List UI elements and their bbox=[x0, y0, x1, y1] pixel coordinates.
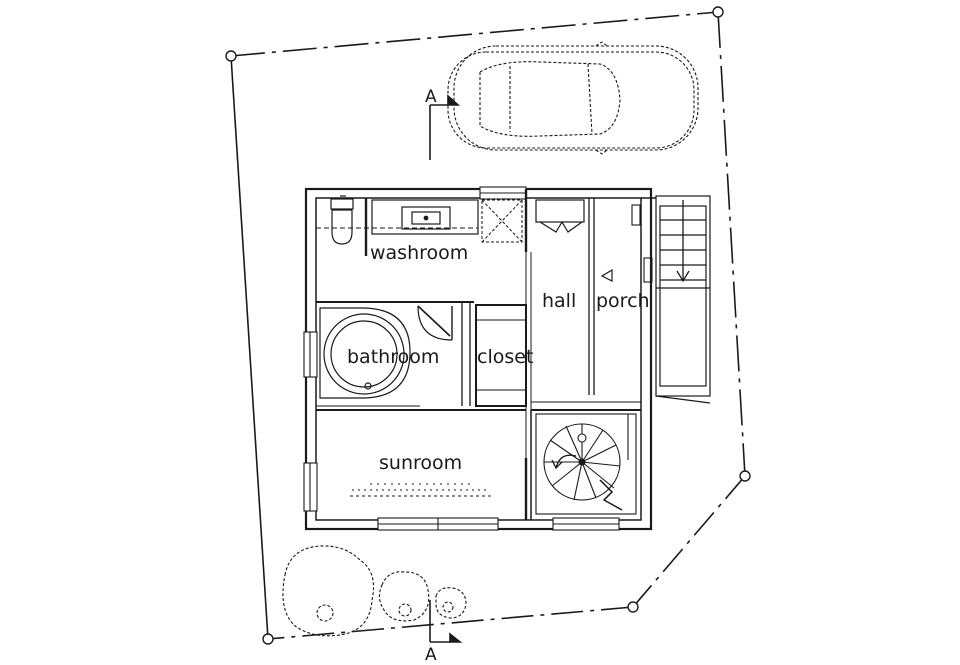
room-label-bathroom: bathroom bbox=[347, 346, 439, 368]
boundary-marker-icon bbox=[262, 633, 274, 645]
drying-rack-icon bbox=[350, 483, 494, 497]
spiral-stair-icon bbox=[535, 413, 637, 515]
room-label-closet: closet bbox=[477, 346, 533, 368]
shower-box-icon bbox=[481, 199, 523, 243]
tree-icons bbox=[282, 545, 467, 637]
room-label-washroom: washroom bbox=[370, 242, 468, 264]
exterior-stairs bbox=[655, 195, 711, 404]
section-label-bottom: A bbox=[425, 645, 437, 665]
window-frames bbox=[303, 186, 620, 531]
sink-icon bbox=[371, 199, 479, 235]
boundary-marker-icon bbox=[225, 50, 237, 62]
boundary-marker-icons bbox=[225, 6, 751, 645]
room-label-hall: hall bbox=[542, 290, 576, 312]
bathtub-icon bbox=[319, 307, 411, 399]
boundary-marker-icon bbox=[739, 470, 751, 482]
section-label-top: A bbox=[425, 87, 437, 107]
section-marker-bottom bbox=[429, 600, 463, 643]
tree-icon bbox=[378, 571, 430, 622]
porch-post bbox=[643, 257, 653, 283]
room-label-porch: porch bbox=[596, 290, 650, 312]
stair-direction-arrow-icon bbox=[676, 200, 690, 283]
boundary-marker-icon bbox=[627, 601, 639, 613]
shoe-cabinet-icon bbox=[535, 199, 585, 233]
tree-icon bbox=[282, 545, 375, 637]
site-boundary bbox=[230, 11, 746, 640]
boundary-marker-icon bbox=[712, 6, 724, 18]
car-icon bbox=[447, 41, 699, 155]
toilet-icon bbox=[330, 195, 354, 245]
porch-post bbox=[631, 204, 641, 226]
interior-walls bbox=[316, 189, 656, 520]
bathroom-door bbox=[417, 305, 453, 341]
section-marker-top bbox=[429, 94, 461, 160]
tree-icon bbox=[435, 587, 467, 619]
room-label-sunroom: sunroom bbox=[379, 452, 462, 474]
entry-arrow-icon bbox=[600, 268, 613, 282]
